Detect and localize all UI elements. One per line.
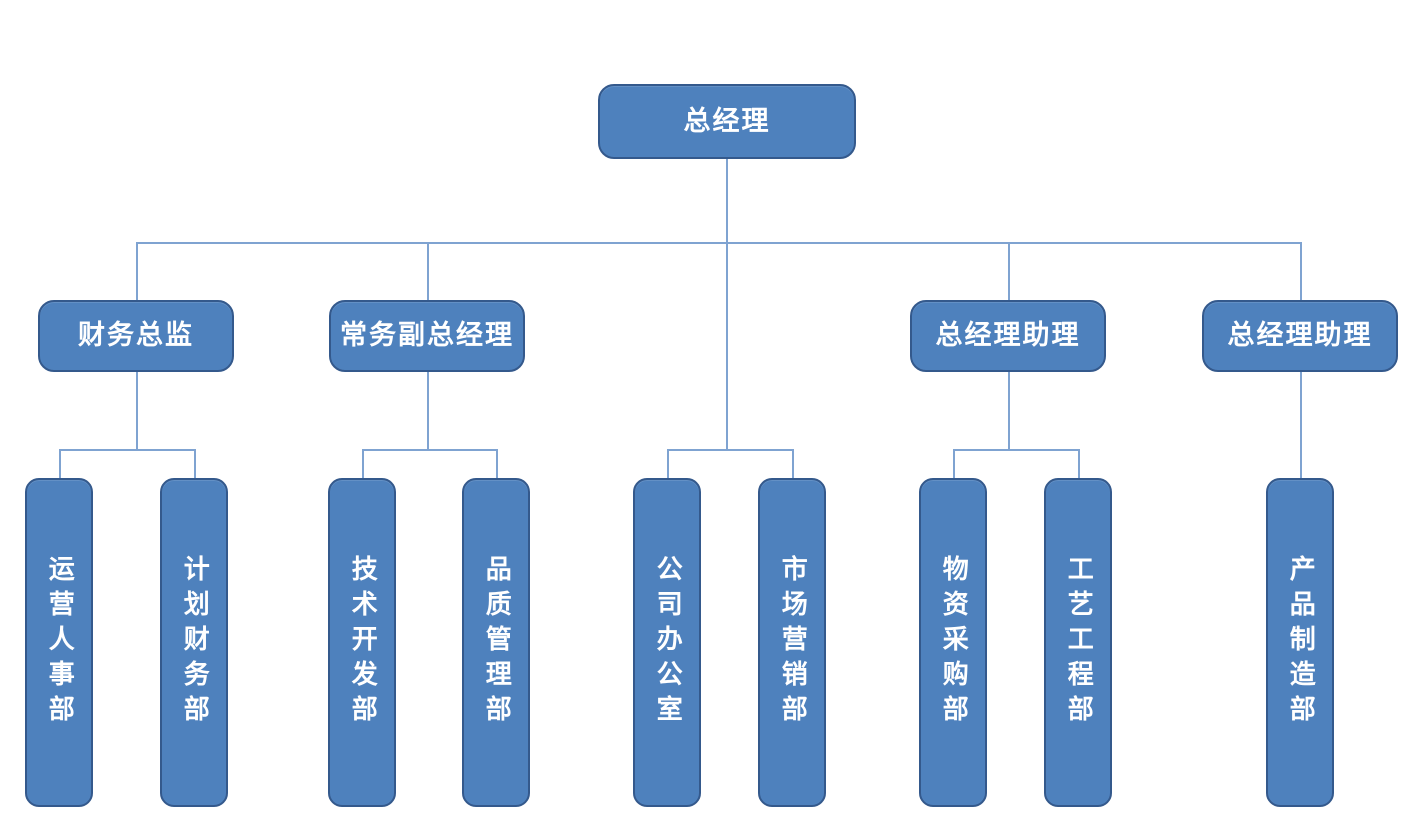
node-quality-management-dept-label: 品质管理部 [481,555,512,730]
node-process-engineering-dept-label: 工艺工程部 [1063,555,1094,730]
connector-bar-group-root [667,449,792,451]
connector-drop-operations-hr [59,449,61,478]
node-tech-development-dept-label: 技术开发部 [347,555,378,730]
connector-drop-material-purchasing [953,449,955,478]
connector-root-stem [726,159,728,449]
node-company-office: 公司办公室 [633,478,701,807]
node-process-engineering-dept: 工艺工程部 [1044,478,1112,807]
node-material-purchasing-dept: 物资采购部 [919,478,987,807]
node-marketing-dept-label: 市场营销部 [777,555,808,730]
connector-bar-group-finance [59,449,194,451]
connector-bar-group-assistant1 [953,449,1078,451]
node-product-manufacturing-dept: 产品制造部 [1266,478,1334,807]
connector-drop-company-office [667,449,669,478]
node-company-office-label: 公司办公室 [652,555,683,730]
connector-drop-exec-deputy-gm [427,242,429,300]
node-general-manager-label: 总经理 [683,105,771,137]
connector-top-bar [136,242,1300,244]
node-product-manufacturing-dept-label: 产品制造部 [1285,555,1316,730]
node-finance-director-label: 财务总监 [78,320,194,352]
node-gm-assistant-2: 总经理助理 [1202,300,1398,372]
connector-drop-planning-finance [194,449,196,478]
connector-drop-quality-management [496,449,498,478]
node-exec-deputy-gm: 常务副总经理 [329,300,525,372]
node-marketing-dept: 市场营销部 [758,478,826,807]
connector-stem-group-assistant2 [1300,372,1302,478]
node-planning-finance-dept-label: 计划财务部 [179,555,210,730]
connector-drop-tech-development [362,449,364,478]
node-general-manager: 总经理 [598,84,856,159]
connector-drop-marketing [792,449,794,478]
node-tech-development-dept: 技术开发部 [328,478,396,807]
node-operations-hr-dept: 运营人事部 [25,478,93,807]
connector-drop-gm-assistant-2 [1300,242,1302,300]
connector-drop-gm-assistant-1 [1008,242,1010,300]
connector-stem-group-assistant1 [1008,372,1010,449]
node-gm-assistant-2-label: 总经理助理 [1227,320,1373,352]
node-exec-deputy-gm-label: 常务副总经理 [340,320,514,352]
connector-stem-group-deputy [427,372,429,449]
node-gm-assistant-1: 总经理助理 [910,300,1106,372]
node-planning-finance-dept: 计划财务部 [160,478,228,807]
node-quality-management-dept: 品质管理部 [462,478,530,807]
connector-drop-finance-director [136,242,138,300]
connector-drop-process-engineering [1078,449,1080,478]
connector-stem-group-finance [136,372,138,449]
node-finance-director: 财务总监 [38,300,234,372]
connector-bar-group-deputy [362,449,496,451]
node-gm-assistant-1-label: 总经理助理 [935,320,1081,352]
node-material-purchasing-dept-label: 物资采购部 [938,555,969,730]
node-operations-hr-dept-label: 运营人事部 [44,555,75,730]
